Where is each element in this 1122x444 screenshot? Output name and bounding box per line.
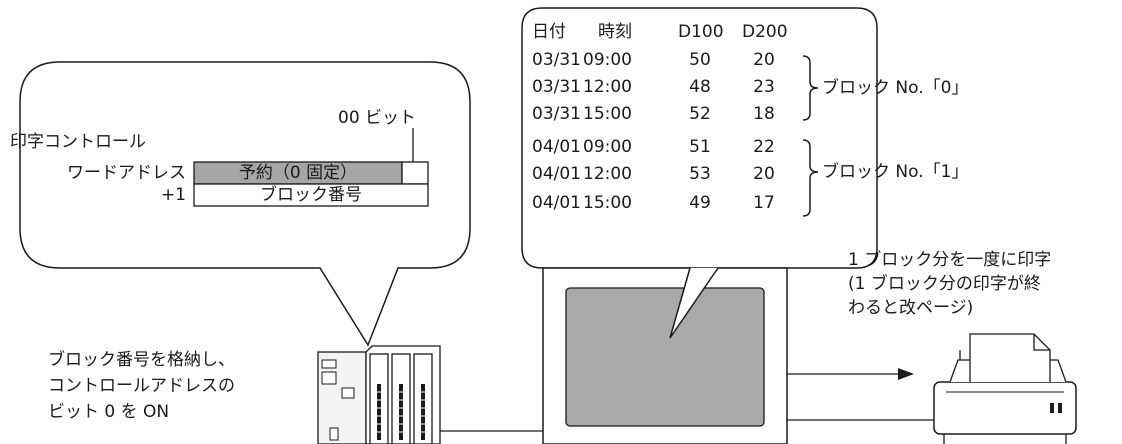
printer-note-line3: わると改ページ): [848, 298, 974, 318]
header-d200: D200: [742, 22, 788, 42]
row-date: 03/31: [532, 104, 581, 124]
block-number-field-label: ブロック番号: [260, 185, 362, 205]
row-time: 09:00: [583, 50, 632, 70]
row-time: 15:00: [583, 104, 632, 124]
block1-brace: [802, 139, 819, 217]
block0-label: ブロック No.「0」: [822, 78, 969, 98]
plc-note-line2: コントロールアドレスの: [48, 376, 235, 396]
row-date: 03/31: [532, 50, 581, 70]
block1-label: ブロック No.「1」: [822, 162, 969, 182]
header-time: 時刻: [598, 22, 632, 42]
row-date: 03/31: [532, 77, 581, 97]
printer-note-line1: 1 ブロック分を一度に印字: [848, 250, 1052, 270]
row-time: 09:00: [583, 137, 632, 157]
row-d200: 20: [753, 50, 775, 70]
row-d100: 48: [689, 77, 711, 97]
plc-note-line1: ブロック番号を格納し、: [48, 350, 235, 370]
plc-note-line3: ビット 0 を ON: [48, 402, 170, 422]
plc-device: [317, 345, 441, 444]
header-date: 日付: [532, 22, 566, 42]
row-d100: 53: [689, 164, 711, 184]
header-d100: D100: [678, 22, 724, 42]
row-d100: 52: [689, 104, 711, 124]
row-d200: 18: [753, 104, 775, 124]
display-screen: [565, 287, 765, 427]
block0-brace: [802, 55, 819, 121]
row-time: 15:00: [583, 193, 632, 213]
row-d200: 23: [753, 77, 775, 97]
row-d200: 20: [753, 164, 775, 184]
row-time: 12:00: [583, 77, 632, 97]
row-d200: 22: [753, 137, 775, 157]
row-date: 04/01: [532, 193, 581, 213]
row-d100: 49: [689, 193, 711, 213]
block-number-field-box: [193, 183, 429, 207]
row-time: 12:00: [583, 164, 632, 184]
table-bubble-tail: [669, 267, 719, 339]
bit-00-label: 00 ビット: [338, 108, 417, 128]
word-address-label: ワードアドレス: [67, 163, 186, 183]
print-arrow-head: [898, 368, 914, 380]
print-control-label: 印字コントロール: [10, 132, 146, 152]
plus-one-label: +1: [160, 185, 186, 205]
row-date: 04/01: [532, 164, 581, 184]
row-d100: 51: [689, 137, 711, 157]
row-d100: 50: [689, 50, 711, 70]
reserved-field-label: 予約（0 固定）: [238, 163, 358, 183]
row-date: 04/01: [532, 137, 581, 157]
printer-icon: [933, 333, 1077, 444]
printer-note-line2: (1 ブロック分の印字が終: [848, 274, 1041, 294]
bit0-cell: [401, 161, 429, 185]
row-d200: 17: [753, 193, 775, 213]
